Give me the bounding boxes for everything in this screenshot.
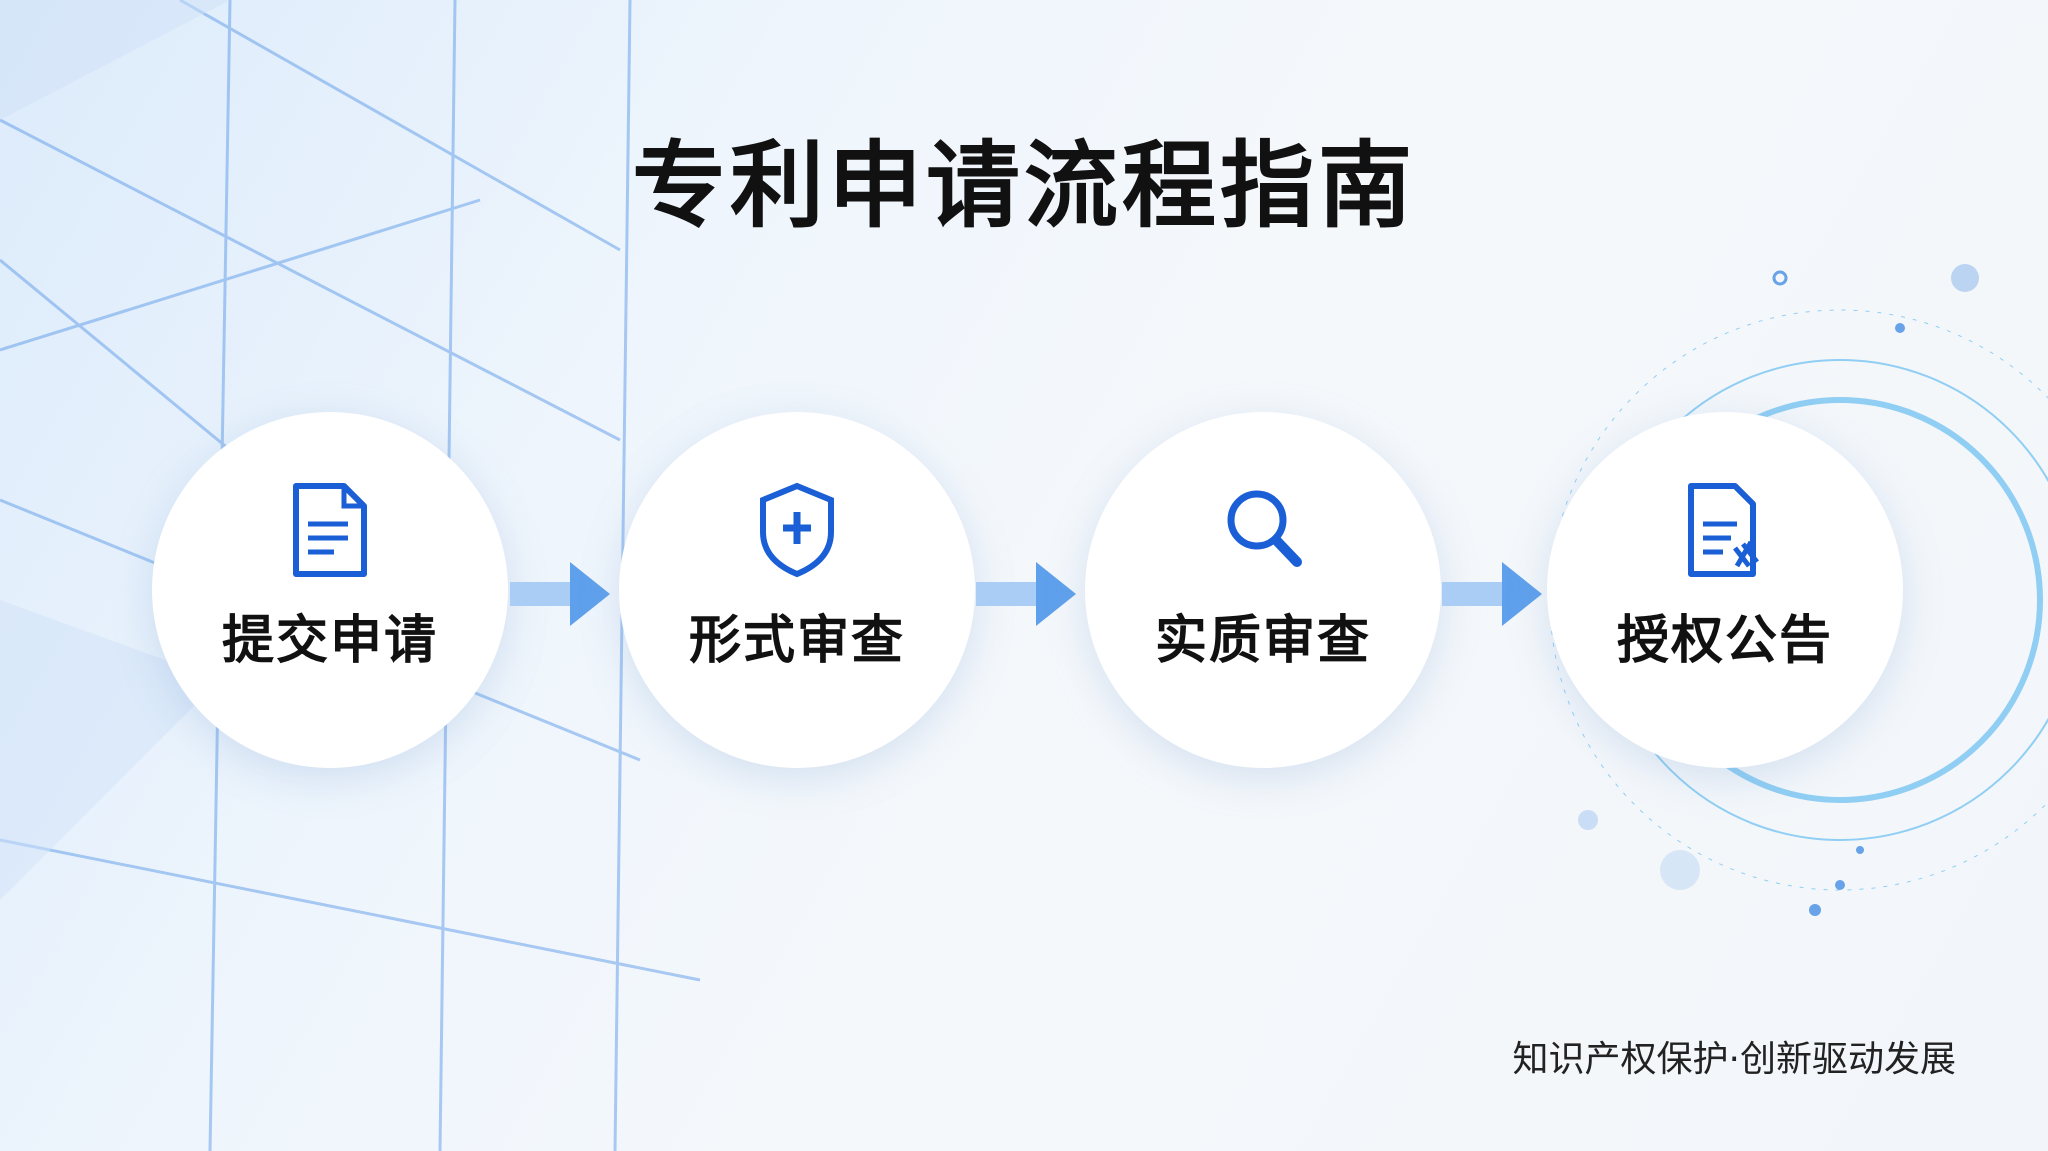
step-grant-announcement: 授权公告 [1547,412,1903,768]
arrow-right-icon [1442,562,1542,626]
arrow-right-icon [976,562,1076,626]
shield-icon [760,482,834,578]
step-substantive-examination: 实质审查 [1085,412,1441,768]
step-formal-examination: 形式审查 [619,412,975,768]
footer-slogan: 知识产权保护·创新驱动发展 [1512,1039,1956,1080]
step-label: 实质审查 [1154,611,1371,671]
arrow-right-icon [510,562,610,626]
step-label: 授权公告 [1616,611,1833,671]
magnifier-icon [1227,490,1302,567]
step-submit-application: 提交申请 [152,412,508,768]
step-label: 形式审查 [688,611,905,671]
page-title: 专利申请流程指南 [631,132,1416,241]
certified-document-icon [1688,483,1759,577]
step-label: 提交申请 [221,611,438,671]
document-icon [293,483,367,577]
